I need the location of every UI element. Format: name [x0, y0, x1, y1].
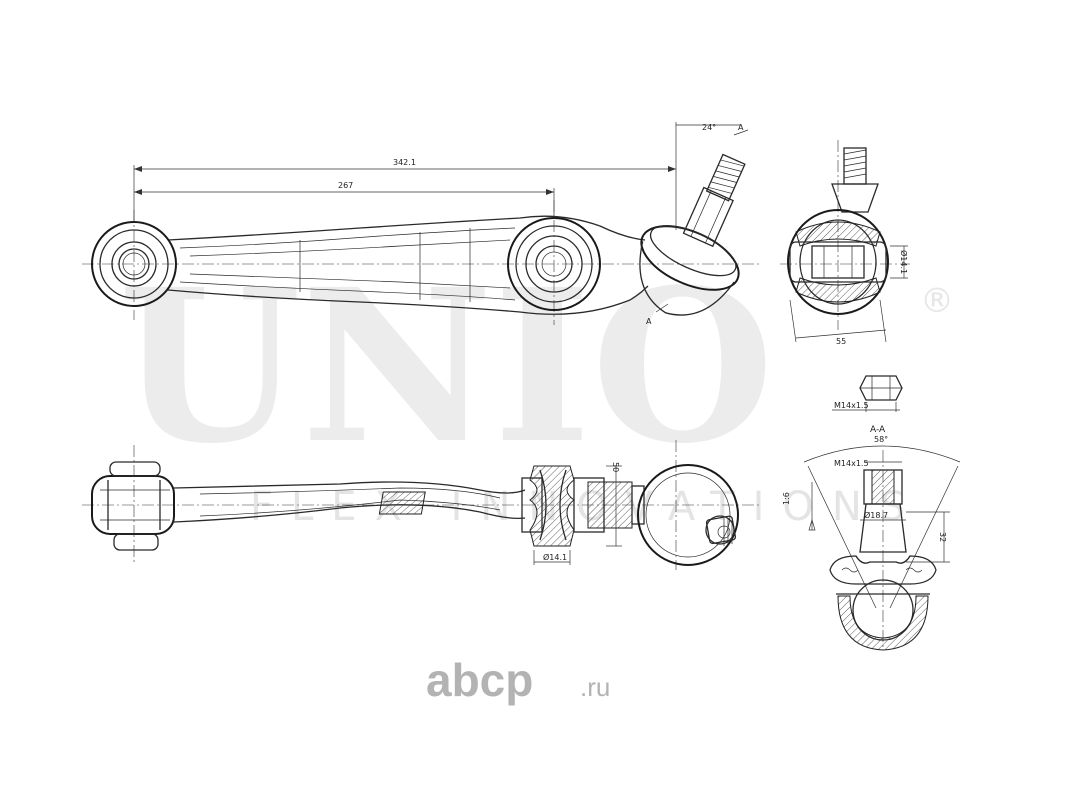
side-view: 50 Ø14.1	[82, 440, 760, 570]
section-height-label: 32	[938, 532, 947, 542]
dim-inner-length: 267	[338, 181, 353, 190]
dim-total-length: 342.1	[393, 158, 416, 167]
ball-joint-view: Ø14.1 55	[780, 140, 910, 346]
dim-angle: 24°	[702, 123, 716, 132]
section-mark-bottom: A	[646, 317, 652, 326]
dim-side-diameter: Ø14.1	[543, 552, 567, 562]
section-mark-top: A	[738, 123, 744, 132]
section-thread-label: M14x1.5	[834, 459, 869, 468]
section-a-a-view: A-A 58° M14x1.5 1:6 Ø18.7 32	[782, 425, 961, 651]
logo-suffix: .ru	[580, 672, 610, 702]
logo-name: abcp	[426, 654, 533, 706]
abcp-logo: abcp .ru	[426, 654, 610, 706]
nut-thread-label: M14x1.5	[834, 401, 869, 410]
watermark-tagline: FLEX INNOVATIONS	[250, 484, 923, 530]
section-title: A-A	[870, 425, 886, 435]
nut-view: M14x1.5	[832, 375, 903, 412]
dim-bushing-width: 55	[836, 337, 846, 346]
section-cone-angle: 58°	[874, 435, 888, 444]
dim-side-height: 50	[611, 462, 620, 472]
dim-bushing-diameter: Ø14.1	[899, 250, 909, 274]
top-view: 342.1 267 24° A A	[82, 122, 760, 326]
watermark-registered-mark: ®	[920, 281, 954, 321]
section-diameter-label: Ø18.7	[864, 510, 888, 520]
section-taper-label: 1:6	[782, 492, 791, 505]
